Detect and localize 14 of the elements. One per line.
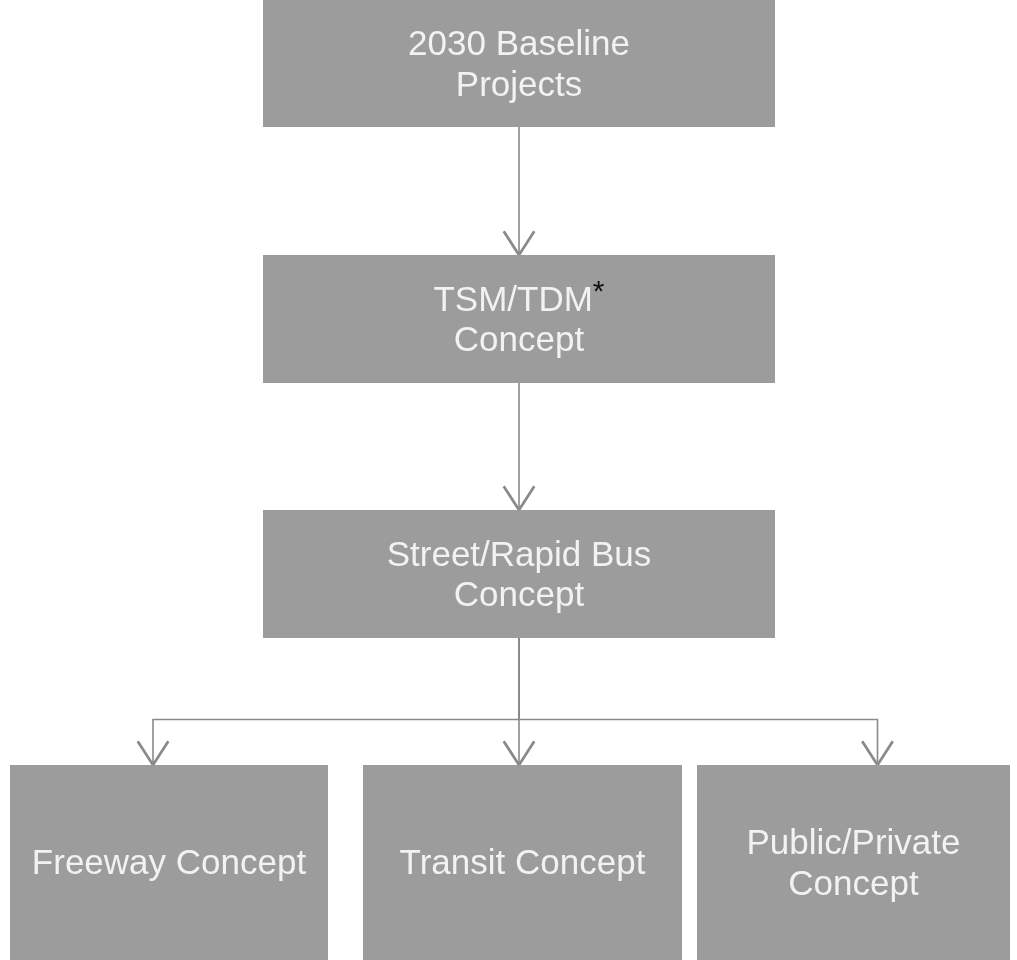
- arrow: [502, 126, 536, 257]
- box-label: 2030 Baseline Projects: [407, 23, 631, 104]
- box-label: Transit Concept: [398, 842, 647, 883]
- process-box: [263, 0, 775, 127]
- process-box: [10, 765, 328, 960]
- box-label: Freeway Concept: [30, 842, 308, 883]
- process-box: [263, 510, 775, 638]
- process-box: [363, 765, 682, 960]
- box-label: TSM/TDM$^{*}$ Concept: [432, 278, 606, 360]
- process-box: [697, 765, 1010, 960]
- box-label: Public/Private Concept: [745, 822, 962, 903]
- arrow: [502, 382, 536, 512]
- box-label: Street/Rapid Bus Concept: [385, 533, 653, 615]
- process-box: [263, 255, 775, 383]
